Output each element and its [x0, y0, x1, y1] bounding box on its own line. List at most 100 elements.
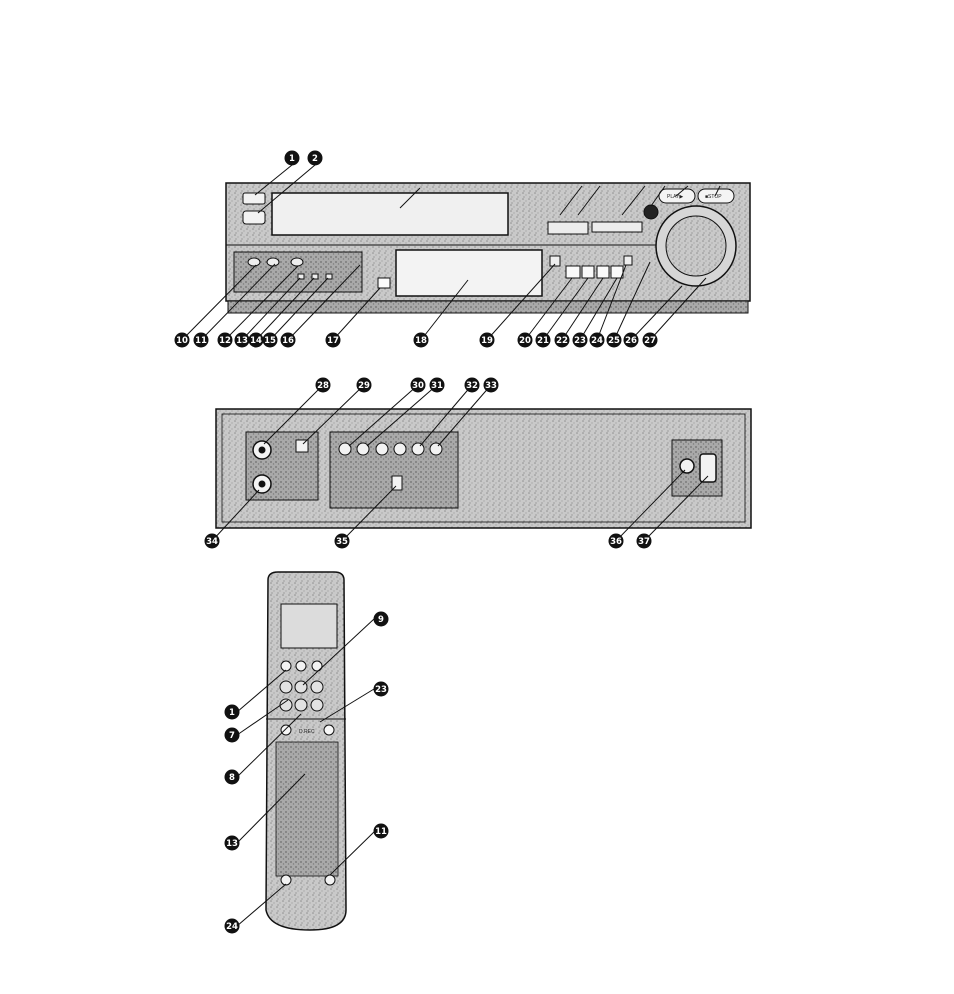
callout-number: 23 — [375, 685, 387, 695]
door-small-switch-2[interactable] — [312, 274, 318, 279]
remote-direct-rec-left[interactable] — [281, 725, 291, 735]
av-jack-5[interactable] — [412, 443, 424, 455]
callout-number: 1 — [289, 154, 295, 164]
remote-button-c[interactable] — [280, 681, 292, 693]
callout-marker: 24 — [225, 919, 240, 934]
callout-number: 35 — [336, 537, 348, 547]
remote-bottom-button-left[interactable] — [281, 875, 291, 885]
eject-button[interactable] — [243, 211, 265, 224]
av-jack-3[interactable] — [376, 443, 388, 455]
stop-button-label: ■STOP — [705, 194, 722, 200]
remote-keypad[interactable] — [276, 742, 338, 876]
remote-button-b[interactable] — [312, 661, 322, 671]
callout-number: 9 — [378, 615, 384, 625]
remote-bottom-button-right[interactable] — [325, 875, 335, 885]
callout-number: 18 — [415, 336, 427, 346]
door-knob-middle[interactable] — [267, 258, 279, 266]
callout-marker: 18 — [414, 333, 429, 348]
callout-number: 1 — [229, 708, 235, 718]
door-knob-right[interactable] — [291, 258, 303, 266]
operation-button-3[interactable] — [597, 266, 609, 278]
callout-number: 2 — [312, 154, 318, 164]
remote-button-e[interactable] — [311, 681, 323, 693]
front-input-jack[interactable] — [378, 278, 390, 288]
callout-marker: 12 — [218, 333, 233, 348]
av-jack-1[interactable] — [339, 443, 351, 455]
callout-marker: 24 — [590, 333, 605, 348]
callout-number: 8 — [229, 773, 235, 783]
remote-button-h[interactable] — [311, 699, 323, 711]
callout-number: 24 — [226, 922, 238, 932]
callout-marker: 22 — [555, 333, 570, 348]
callout-number: 20 — [519, 336, 531, 346]
power-button[interactable] — [243, 193, 265, 204]
operation-button-2[interactable] — [582, 266, 594, 278]
av-jack-6[interactable] — [430, 443, 442, 455]
callout-number: 12 — [219, 336, 231, 346]
av-jack-4[interactable] — [394, 443, 406, 455]
callout-marker: 16 — [281, 333, 296, 348]
callout-marker: 13 — [235, 333, 250, 348]
callout-number: 17 — [327, 336, 339, 346]
callout-marker: 20 — [518, 333, 533, 348]
door-small-switch-3[interactable] — [326, 274, 332, 279]
callout-marker: 13 — [225, 836, 240, 851]
callout-number: 13 — [236, 336, 248, 346]
callout-number: 22 — [556, 336, 568, 346]
callout-number: 28 — [317, 381, 329, 391]
callout-marker: 34 — [205, 534, 220, 549]
door-small-switch-1[interactable] — [298, 274, 304, 279]
callout-number: 27 — [644, 336, 656, 346]
door-knob-left[interactable] — [248, 258, 260, 266]
callout-number: 10 — [176, 336, 188, 346]
callout-marker: 35 — [335, 534, 350, 549]
callout-number: 25 — [608, 336, 620, 346]
callout-number: 19 — [481, 336, 493, 346]
remote-lcd-window — [281, 604, 337, 648]
callout-marker: 23 — [374, 682, 389, 697]
callout-number: 23 — [574, 336, 586, 346]
callout-number: 34 — [206, 537, 218, 547]
remote-button-a[interactable] — [296, 661, 306, 671]
remote-button-g[interactable] — [295, 699, 307, 711]
record-button[interactable] — [644, 205, 658, 219]
cassette-slot — [272, 193, 508, 235]
callout-marker: 27 — [643, 333, 658, 348]
callout-marker: 17 — [326, 333, 341, 348]
jog-shuttle-inner[interactable] — [666, 216, 726, 276]
callout-number: 26 — [625, 336, 637, 346]
callout-marker: 10 — [175, 333, 190, 348]
callout-marker: 28 — [316, 378, 331, 393]
callout-marker: 25 — [607, 333, 622, 348]
callout-number: 36 — [610, 537, 622, 547]
callout-number: 15 — [264, 336, 276, 346]
small-switch[interactable] — [624, 256, 632, 265]
display-window — [396, 250, 542, 296]
remote-direct-rec-right[interactable] — [324, 725, 334, 735]
callout-number: 33 — [485, 381, 497, 391]
callout-number: 32 — [466, 381, 478, 391]
front-panel-base — [228, 301, 748, 313]
remote-control: D.REC — [266, 572, 346, 930]
rf-channel-switch[interactable] — [296, 440, 308, 452]
remote-power-button[interactable] — [281, 661, 291, 671]
av-jack-2[interactable] — [357, 443, 369, 455]
callout-marker: 32 — [465, 378, 480, 393]
callout-number: 21 — [537, 336, 549, 346]
callout-marker: 19 — [480, 333, 495, 348]
callout-number: 13 — [226, 839, 238, 849]
function-buttons[interactable] — [592, 222, 642, 232]
ac-inlet[interactable] — [700, 454, 716, 482]
callout-marker: 11 — [374, 824, 389, 839]
callout-marker: 15 — [263, 333, 278, 348]
callout-marker: 9 — [374, 612, 389, 627]
channel-buttons[interactable] — [548, 222, 588, 234]
callout-marker: 31 — [430, 378, 445, 393]
callout-marker: 14 — [249, 333, 264, 348]
operation-button-1[interactable] — [566, 266, 580, 278]
callout-marker: 1 — [285, 151, 300, 166]
play-button-label: PLAY▶ — [667, 194, 683, 200]
rear-round-terminal[interactable] — [680, 459, 694, 473]
callout-marker: 8 — [225, 770, 240, 785]
callout-marker: 29 — [357, 378, 372, 393]
